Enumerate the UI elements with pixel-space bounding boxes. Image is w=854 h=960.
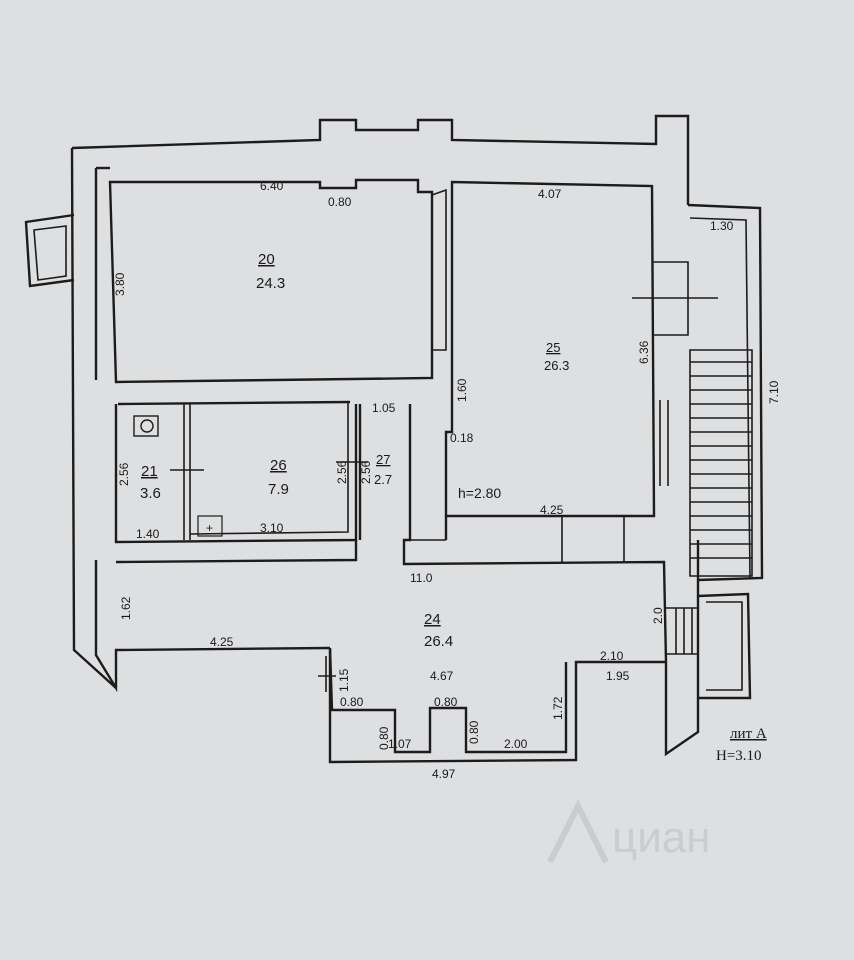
dim-2-0: 2.0 [651, 607, 665, 624]
room-26-area: 7.9 [268, 481, 289, 498]
room-25: 25 26.3 [444, 180, 718, 518]
dim-0-80-vert-left: 0.80 [377, 726, 391, 750]
dim-1-07: 1.07 [388, 737, 412, 751]
svg-text:+: + [206, 521, 213, 535]
sink-icon: + [197, 515, 223, 537]
legend: лит А H=3.10 [716, 726, 767, 764]
toilet-icon [133, 415, 159, 437]
dim-1-72: 1.72 [551, 696, 565, 720]
dim-1-40: 1.40 [136, 527, 160, 541]
dim-0-80-mid: 0.80 [434, 695, 458, 709]
outer-walls [24, 114, 700, 764]
room-21-area: 3.6 [140, 485, 161, 502]
dim-1-95: 1.95 [606, 669, 630, 683]
dim-3-10: 3.10 [260, 521, 284, 535]
dimension-labels: 6.40 0.80 4.07 1.30 3.80 6.36 7.10 1.60 … [113, 179, 781, 781]
dim-4-25-room25: 4.25 [540, 503, 564, 517]
stair-steps [690, 361, 752, 559]
room-27: 27 2.7 [336, 404, 392, 540]
dim-1-60: 1.60 [455, 378, 469, 402]
watermark: циан [547, 799, 711, 864]
dim-0-80-vert-right: 0.80 [467, 720, 481, 744]
dim-2-56-room27: 2.56 [359, 460, 373, 484]
dim-6-40: 6.40 [260, 179, 284, 193]
dim-4-07: 4.07 [538, 187, 562, 201]
room-20-area: 24.3 [256, 275, 285, 292]
room-27-number: 27 [376, 452, 390, 467]
dim-0-18: 0.18 [450, 431, 474, 445]
dim-1-30: 1.30 [710, 219, 734, 233]
dim-11-0: 11.0 [410, 571, 433, 585]
dim-4-97: 4.97 [432, 767, 456, 781]
room-21: 21 3.6 [114, 400, 358, 544]
room-27-area: 2.7 [374, 472, 392, 487]
room-24-number: 24 [424, 611, 441, 628]
dim-0-80-top: 0.80 [328, 195, 352, 209]
dim-4-25-corridor: 4.25 [210, 635, 234, 649]
room-24-area: 26.4 [424, 633, 453, 650]
room-26: + 26 7.9 [189, 402, 349, 537]
ceiling-height-label: h=2.80 [458, 485, 501, 501]
room-26-number: 26 [270, 457, 287, 474]
dim-1-05: 1.05 [372, 401, 396, 415]
room-21-number: 21 [141, 463, 158, 480]
room-25-number: 25 [546, 340, 560, 355]
room-25-area: 26.3 [544, 358, 569, 373]
dim-4-67: 4.67 [430, 669, 454, 683]
stairs [666, 203, 764, 700]
dim-2-10: 2.10 [600, 649, 624, 663]
dim-2-00: 2.00 [504, 737, 528, 751]
dim-7-10: 7.10 [767, 380, 781, 404]
room-20-number: 20 [258, 251, 275, 268]
legend-lit: лит А [730, 726, 767, 742]
dim-6-36: 6.36 [637, 340, 651, 364]
dim-1-62: 1.62 [119, 596, 133, 620]
dim-2-56-room21: 2.56 [117, 462, 131, 486]
room-24: 24 26.4 [115, 404, 668, 692]
dim-2-56-room26: 2.56 [335, 460, 349, 484]
dim-0-80-left: 0.80 [340, 695, 364, 709]
room-20: 20 24.3 [108, 178, 447, 384]
cian-logo-icon [547, 799, 609, 864]
legend-height: H=3.10 [716, 748, 762, 764]
dim-3-80: 3.80 [113, 272, 127, 296]
watermark-text: циан [612, 813, 711, 862]
dim-1-15: 1.15 [337, 668, 351, 692]
